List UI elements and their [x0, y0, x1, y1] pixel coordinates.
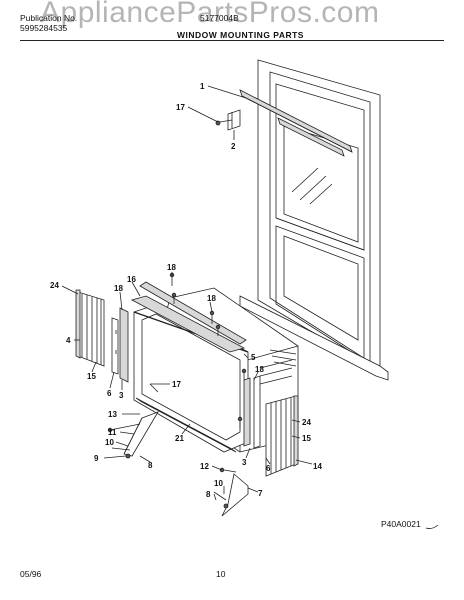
footer-page-number: 10 — [216, 569, 226, 579]
footer-date: 05/96 — [20, 569, 42, 579]
callout-24: 24 — [302, 418, 311, 427]
page-title: WINDOW MOUNTING PARTS — [177, 30, 304, 40]
callout-3: 3 — [242, 458, 247, 467]
callout-24: 24 — [50, 281, 59, 290]
callout-6: 6 — [266, 464, 271, 473]
callout-3: 3 — [119, 391, 124, 400]
callout-1: 1 — [200, 82, 205, 91]
callout-17: 17 — [176, 103, 185, 112]
figure-code: P40A0021 — [381, 519, 439, 529]
right-strips — [243, 375, 261, 449]
right-support-bracket — [213, 467, 249, 517]
callout-8: 8 — [148, 461, 153, 470]
callout-6: 6 — [107, 389, 112, 398]
callout-labels: 1 17 2 24 18 16 18 18 4 15 6 3 5 17 13 1… — [50, 82, 322, 499]
publication-label: Publication No. — [20, 13, 78, 23]
callout-11: 11 — [108, 428, 117, 437]
callout-17: 17 — [172, 380, 181, 389]
front-frame — [130, 295, 249, 453]
left-support-bracket — [107, 411, 159, 459]
callout-2: 2 — [231, 142, 236, 151]
callout-4: 4 — [66, 336, 71, 345]
right-side-curtain — [265, 395, 299, 477]
model-number: 5177004B — [200, 13, 239, 23]
callout-8: 8 — [206, 490, 211, 499]
leader-lines — [61, 85, 313, 501]
header-rule — [20, 40, 444, 41]
callout-7: 7 — [258, 489, 263, 498]
callout-15: 15 — [87, 372, 96, 381]
window-frame — [239, 59, 389, 381]
left-side-curtain — [75, 289, 105, 367]
left-strips — [111, 307, 129, 383]
callout-9: 9 — [94, 454, 99, 463]
callout-14: 14 — [313, 462, 322, 471]
screws — [169, 272, 247, 428]
figure-code-text: P40A0021 — [381, 519, 421, 529]
top-bracket — [215, 109, 241, 131]
callout-21: 21 — [175, 434, 184, 443]
callout-10: 10 — [105, 438, 114, 447]
callout-13: 13 — [108, 410, 117, 419]
callout-16: 16 — [127, 275, 136, 284]
publication-number: 5995284535 — [20, 23, 68, 33]
watermark: AppliancePartsPros.com — [40, 0, 380, 29]
callout-15: 15 — [302, 434, 311, 443]
callout-18: 18 — [207, 294, 216, 303]
callout-18: 18 — [167, 263, 176, 272]
callout-18: 18 — [255, 365, 264, 374]
callout-10: 10 — [214, 479, 223, 488]
callout-5: 5 — [251, 353, 256, 362]
callout-18: 18 — [114, 284, 123, 293]
callout-12: 12 — [200, 462, 209, 471]
